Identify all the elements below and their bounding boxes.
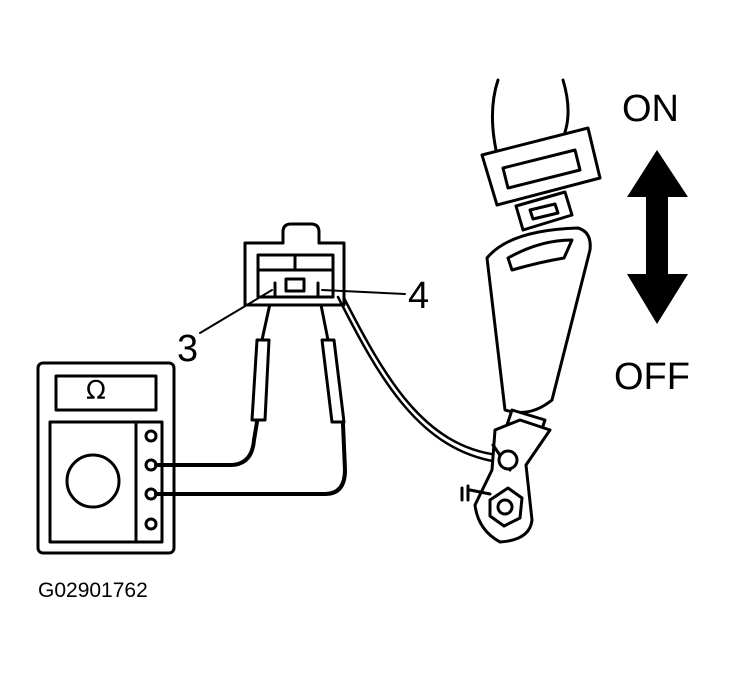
terminal-label-4: 4 xyxy=(408,275,430,317)
switch-connector xyxy=(243,222,346,307)
label-on: ON xyxy=(622,88,679,130)
seat-belt-strap xyxy=(490,78,570,152)
meter-leads xyxy=(154,420,347,496)
ohmmeter-icon xyxy=(36,361,176,555)
double-arrow-icon xyxy=(627,150,688,324)
figure-code: G02901762 xyxy=(38,579,148,602)
test-probe-right xyxy=(316,288,346,424)
terminal-label-3: 3 xyxy=(177,328,199,370)
anchor-bracket xyxy=(460,418,552,544)
seat-belt-buckle xyxy=(485,226,592,437)
leader-line-4 xyxy=(321,289,406,295)
leader-line-3 xyxy=(199,289,273,334)
label-off: OFF xyxy=(614,356,690,398)
harness-wire xyxy=(336,295,500,464)
ohm-symbol: Ω xyxy=(86,376,106,406)
test-probe-left xyxy=(250,288,275,422)
belt-tongue xyxy=(480,126,602,232)
